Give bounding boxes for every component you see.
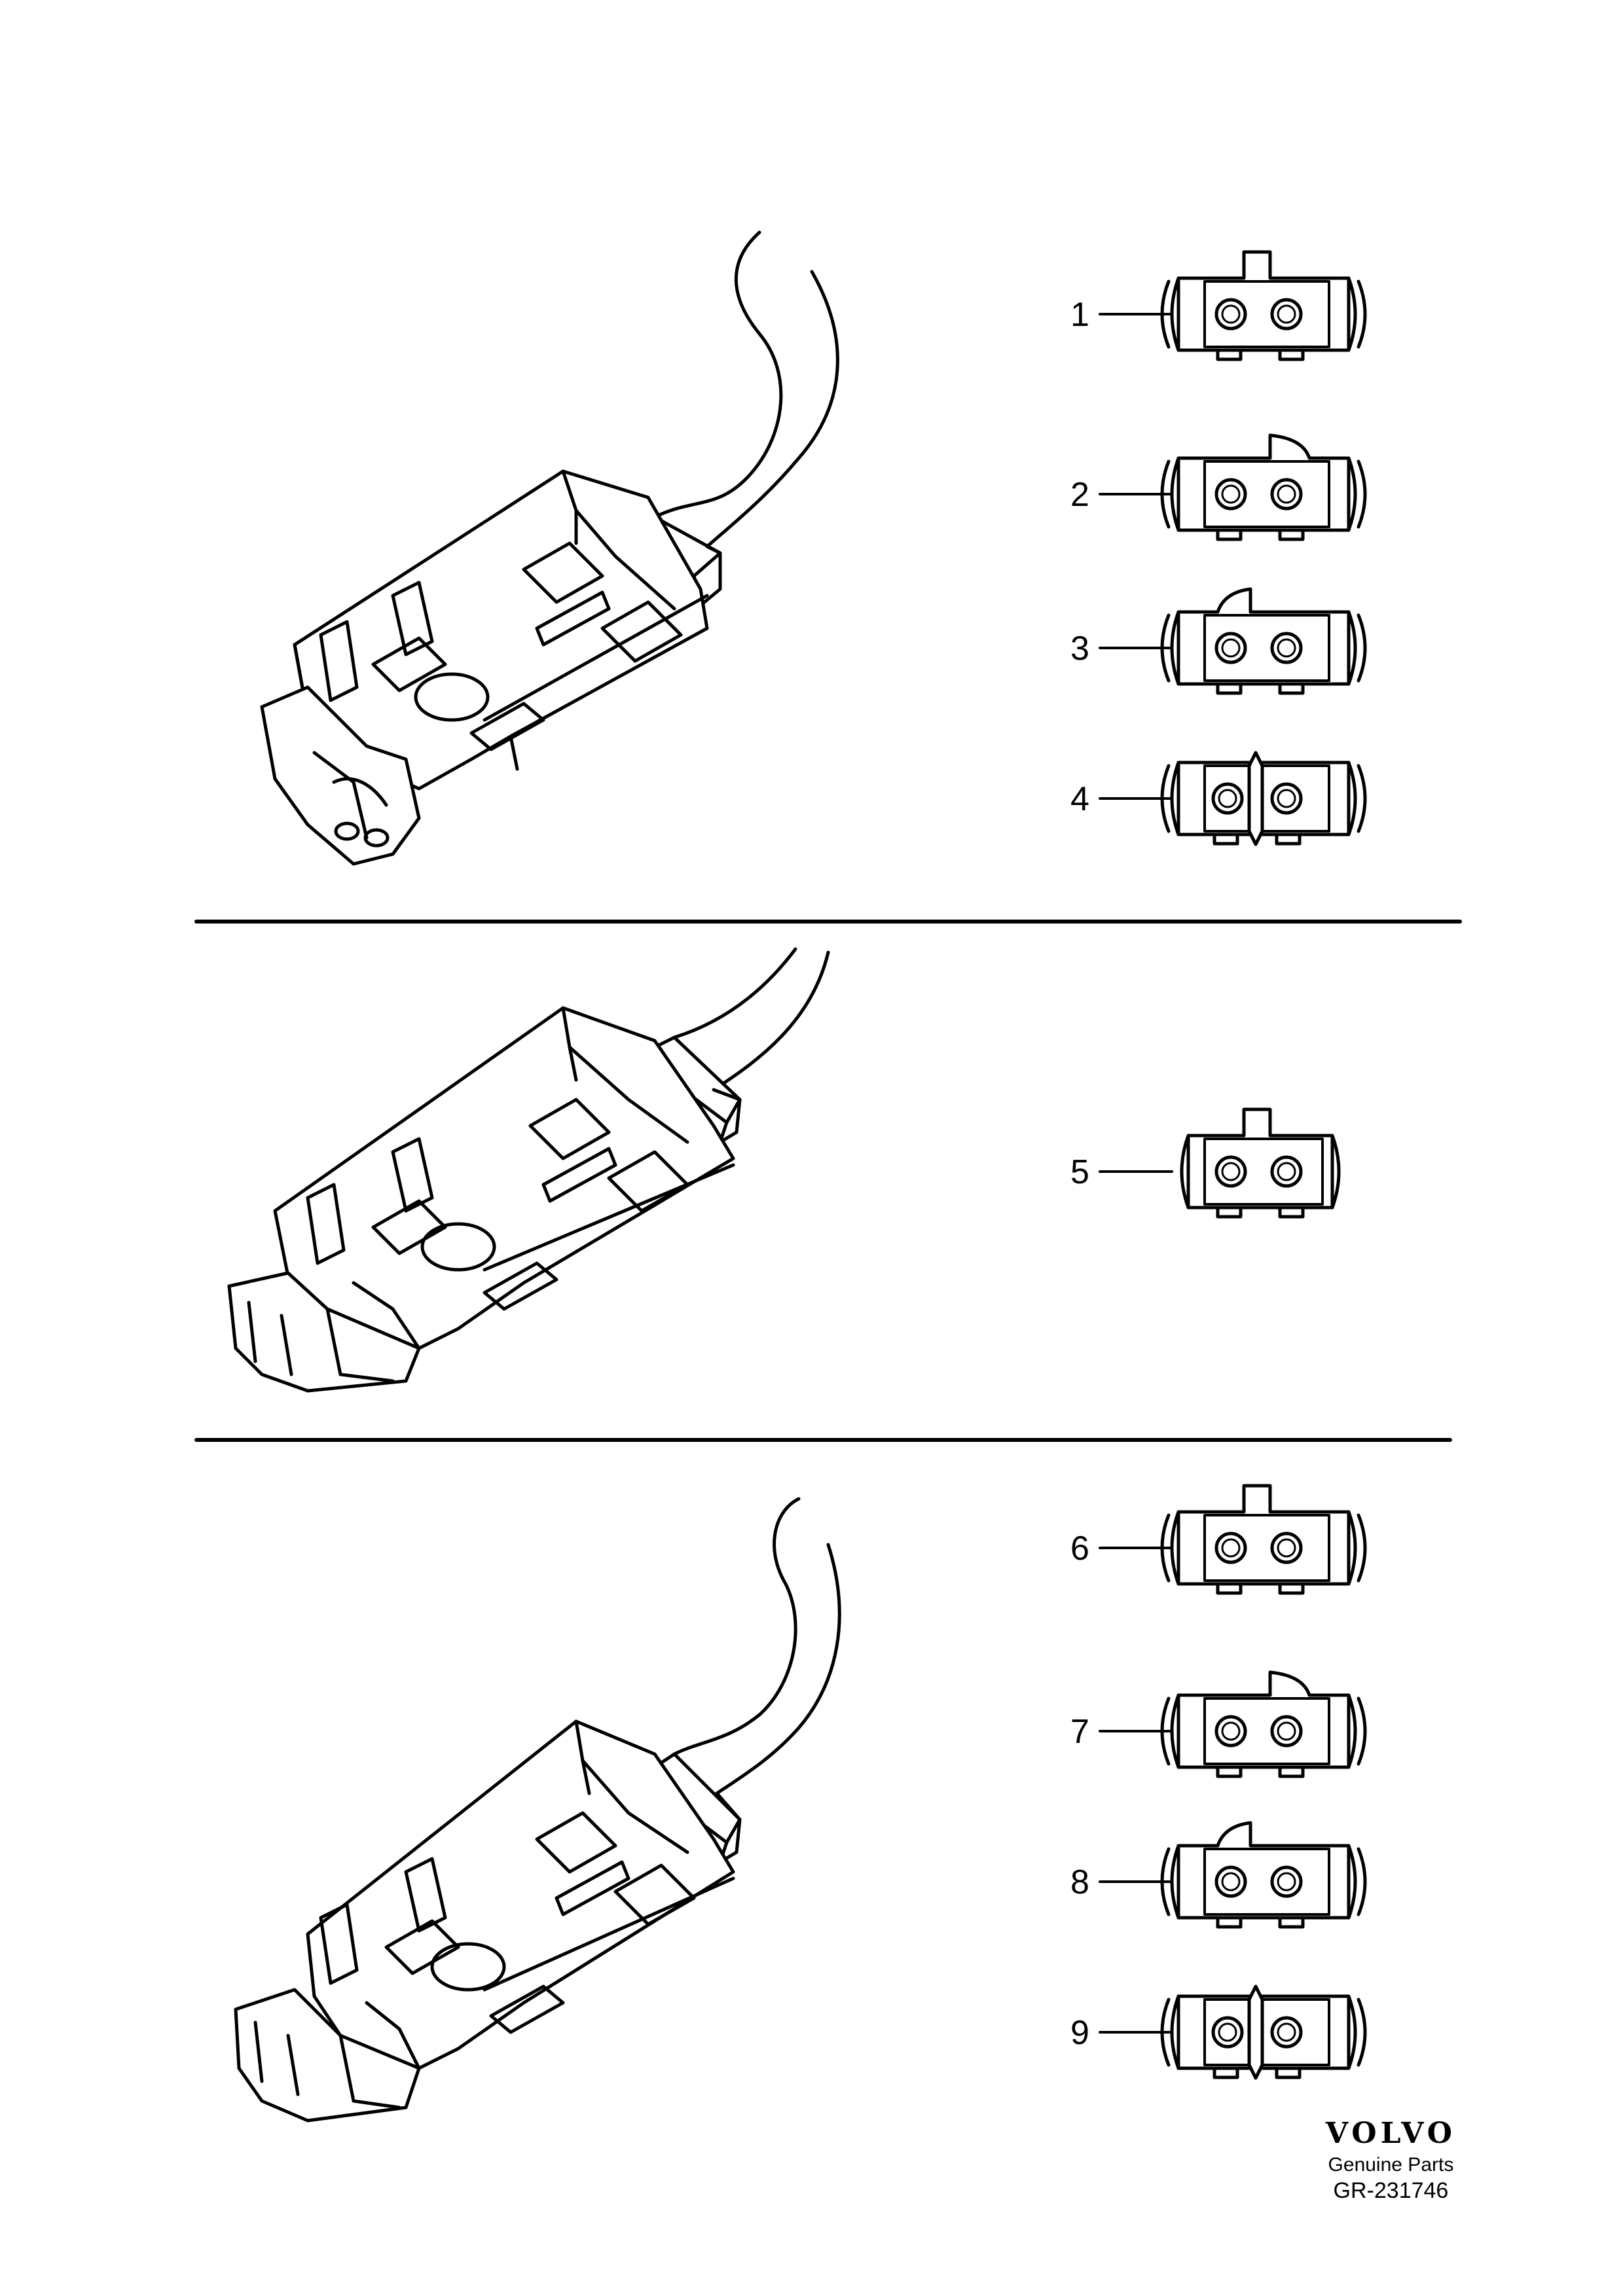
housing-window — [600, 600, 683, 663]
cable — [672, 1497, 801, 1756]
housing-window — [371, 1199, 447, 1255]
connector-tip — [227, 1271, 421, 1393]
connector-assembly-3 — [234, 1497, 841, 2123]
housing-slot — [541, 1147, 617, 1203]
housing-slot — [404, 1857, 447, 1933]
connector-face-6 — [1099, 1484, 1367, 1595]
connector-face-5 — [1099, 1107, 1341, 1219]
terminal-hole — [334, 821, 360, 841]
connector-face-3 — [1099, 587, 1367, 695]
diagram-reference: GR-231746 — [1333, 2178, 1449, 2203]
cable — [653, 230, 783, 519]
cable — [715, 1543, 841, 1795]
housing-window — [469, 702, 545, 751]
housing-slot — [319, 620, 359, 702]
connector-housing — [306, 1719, 735, 2070]
callout-6: 6 — [1070, 1530, 1089, 1568]
brand-logo: VOLVO — [1325, 2117, 1456, 2150]
callout-5: 5 — [1070, 1153, 1089, 1191]
connector-assembly-2 — [227, 947, 830, 1393]
housing-slot — [319, 1903, 359, 1985]
callout-4: 4 — [1070, 780, 1089, 818]
connector-housing — [273, 1006, 735, 1350]
callout-7: 7 — [1070, 1713, 1089, 1751]
connector-assembly-1 — [260, 230, 839, 866]
housing-window — [613, 1863, 696, 1926]
housing-slot — [306, 1183, 346, 1265]
callout-2: 2 — [1070, 476, 1089, 514]
connector-tip — [234, 1988, 421, 2123]
housing-window — [528, 1098, 611, 1160]
connector-face-8 — [1099, 1821, 1367, 1929]
callout-1: 1 — [1070, 296, 1089, 334]
housing-oval — [420, 1222, 496, 1272]
housing-window — [607, 1150, 689, 1213]
housing-window — [489, 1984, 565, 2034]
connector-tip — [260, 685, 421, 866]
connector-face-1 — [1099, 250, 1367, 361]
connector-face-4 — [1099, 751, 1367, 846]
callout-8: 8 — [1070, 1863, 1089, 1901]
cable — [672, 947, 797, 1039]
housing-window — [522, 541, 604, 604]
housing-slot — [535, 590, 611, 647]
housing-oval — [430, 1942, 506, 1992]
brand-block: VOLVO Genuine Parts GR-231746 — [1326, 2114, 1456, 2204]
housing-slot — [391, 581, 434, 656]
connector-face-7 — [1099, 1670, 1367, 1778]
cable — [705, 270, 839, 548]
housing-window — [384, 1919, 460, 1975]
callout-9: 9 — [1070, 2014, 1089, 2052]
callout-3: 3 — [1070, 630, 1089, 668]
connector-face-2 — [1099, 433, 1367, 541]
connector-face-9 — [1099, 1984, 1367, 2080]
brand-tagline: Genuine Parts — [1328, 2154, 1454, 2176]
housing-window — [535, 1811, 617, 1874]
housing-slot — [555, 1860, 630, 1916]
terminal-hole — [363, 828, 390, 848]
cable — [712, 950, 830, 1092]
housing-slot — [391, 1137, 434, 1213]
housing-window — [483, 1261, 558, 1311]
housing-oval — [414, 672, 490, 722]
